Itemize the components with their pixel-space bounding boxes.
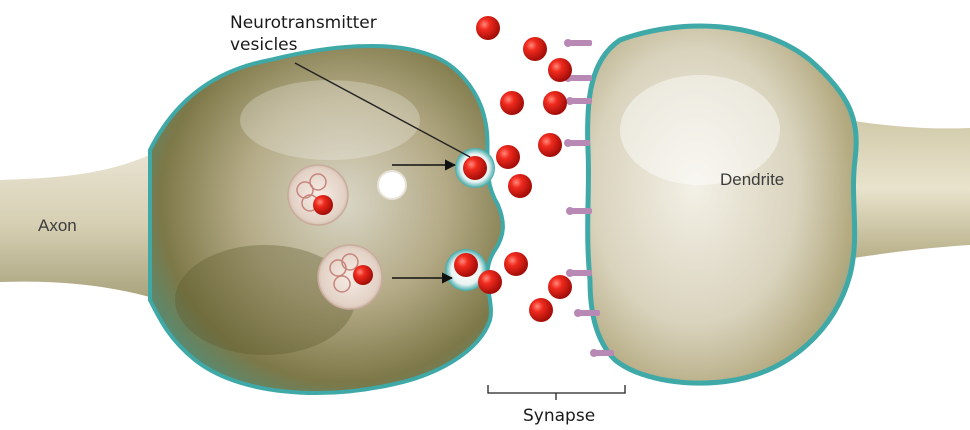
neurotransmitter [508,174,532,198]
neurotransmitter [543,91,567,115]
neurotransmitter-vesicles-label: Neurotransmitter vesicles [230,12,377,56]
neurotransmitter [548,58,572,82]
neurotransmitter [454,253,478,277]
neurotransmitter [478,270,502,294]
axon-label: Axon [38,216,77,236]
empty-vesicle [378,171,406,199]
neurotransmitter [500,91,524,115]
axon-stem [0,150,160,300]
label-line-2: vesicles [230,34,377,56]
neurotransmitter [476,16,500,40]
neurotransmitter [523,37,547,61]
dendrite [564,26,970,383]
vesicle-lower [318,245,382,309]
neurotransmitter [496,145,520,169]
neurotransmitter [548,275,572,299]
dendrite-label: Dendrite [720,170,784,190]
axon-highlight [240,80,420,160]
dendrite-highlight [620,75,780,185]
neurotransmitter [529,298,553,322]
neurotransmitter [504,252,528,276]
vesicle-upper [288,165,348,225]
synapse-bracket [488,385,625,400]
neurotransmitter [463,156,487,180]
synapse-label: Synapse [523,405,595,427]
label-line-1: Neurotransmitter [230,12,377,34]
neurotransmitter [538,133,562,157]
